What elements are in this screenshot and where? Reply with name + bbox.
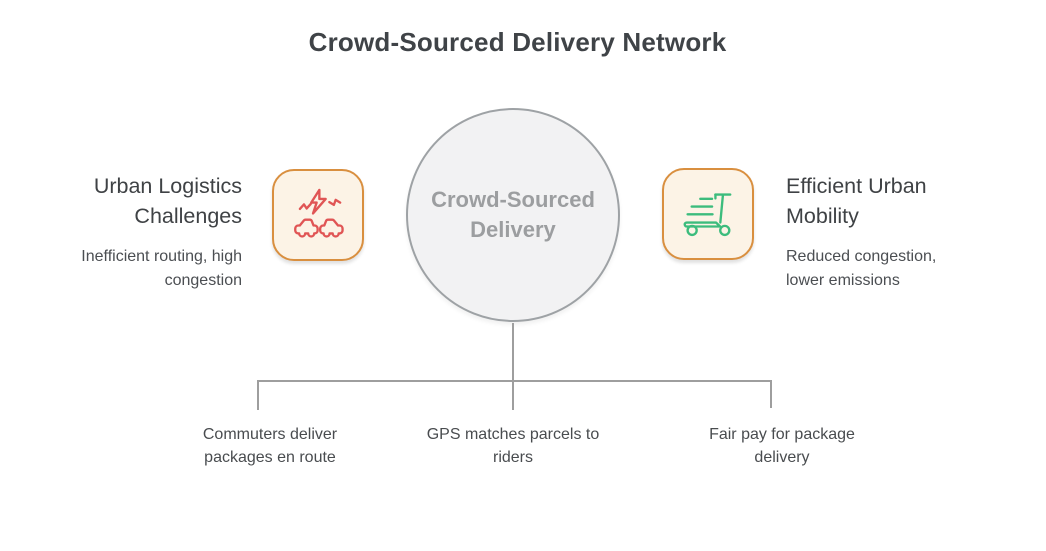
connector-stem [512, 323, 514, 381]
left-node-text: Urban Logistics Challenges Inefficient r… [8, 171, 242, 293]
central-node: Crowd-Sourced Delivery [406, 108, 620, 322]
branch-label-fair-pay: Fair pay for package delivery [709, 426, 855, 466]
efficient-mobility-icon-box [662, 168, 754, 260]
branch-label-commuters: Commuters deliver packages en route [202, 426, 338, 466]
right-node-subtitle: Reduced congestion, lower emissions [786, 248, 937, 289]
connector-drop-left [257, 381, 259, 410]
right-node-title: Efficient Urban Mobility [786, 174, 927, 228]
left-node-title: Urban Logistics Challenges [93, 174, 242, 228]
connector-drop-right [770, 381, 772, 408]
page-title: Crowd-Sourced Delivery Network [308, 27, 727, 57]
left-node-subtitle: Inefficient routing, high congestion [81, 248, 242, 289]
scooter-icon [679, 183, 737, 246]
urban-logistics-icon-box [272, 169, 364, 261]
right-node-text: Efficient Urban Mobility Reduced congest… [786, 171, 996, 293]
car-crash-icon [289, 184, 347, 247]
connector-drop-center [512, 381, 514, 410]
central-node-label: Crowd-Sourced Delivery [431, 187, 595, 242]
connector-horizontal [257, 380, 772, 382]
branch-label-gps: GPS matches parcels to riders [426, 426, 600, 466]
